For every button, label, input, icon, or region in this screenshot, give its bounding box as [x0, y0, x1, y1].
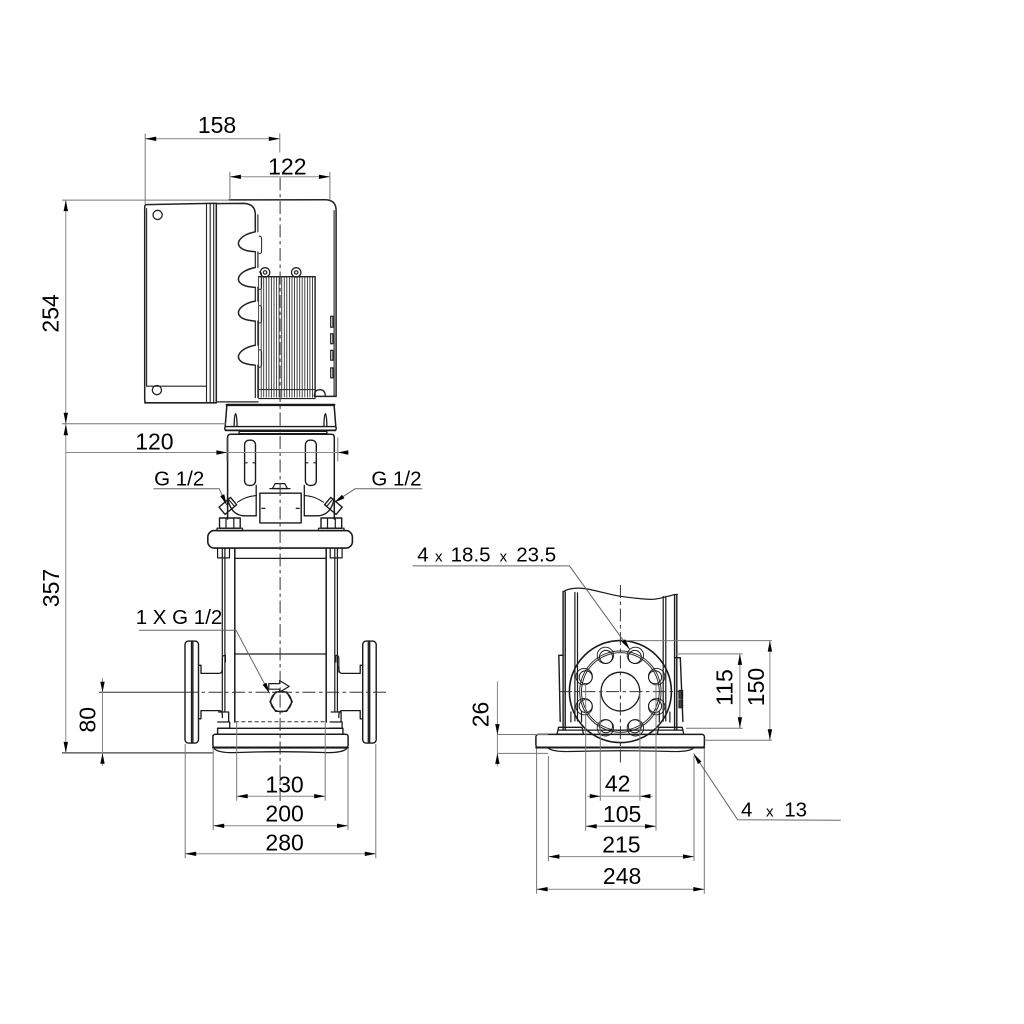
svg-text:215: 215: [602, 832, 640, 858]
svg-text:280: 280: [265, 830, 303, 856]
svg-text:23.5: 23.5: [516, 544, 556, 567]
svg-text:80: 80: [74, 707, 100, 733]
svg-text:158: 158: [198, 112, 236, 138]
svg-text:4: 4: [417, 544, 428, 567]
svg-text:105: 105: [603, 801, 641, 827]
svg-text:18.5: 18.5: [451, 544, 491, 567]
svg-text:248: 248: [603, 863, 641, 889]
svg-text:120: 120: [135, 429, 173, 455]
svg-text:1 X G 1/2: 1 X G 1/2: [136, 606, 223, 629]
svg-text:13: 13: [784, 799, 807, 822]
svg-text:200: 200: [265, 801, 303, 827]
svg-text:G 1/2: G 1/2: [371, 468, 421, 491]
svg-text:26: 26: [468, 702, 494, 728]
svg-text:122: 122: [268, 154, 306, 180]
svg-text:115: 115: [711, 669, 737, 706]
svg-text:130: 130: [265, 772, 303, 798]
svg-text:x: x: [500, 549, 508, 566]
svg-text:4: 4: [741, 799, 752, 822]
svg-text:254: 254: [37, 294, 63, 333]
svg-text:150: 150: [743, 668, 769, 706]
svg-text:x: x: [766, 804, 774, 821]
svg-text:G 1/2: G 1/2: [154, 468, 204, 491]
svg-text:x: x: [435, 549, 443, 566]
svg-text:42: 42: [605, 770, 631, 796]
svg-text:357: 357: [38, 569, 64, 607]
